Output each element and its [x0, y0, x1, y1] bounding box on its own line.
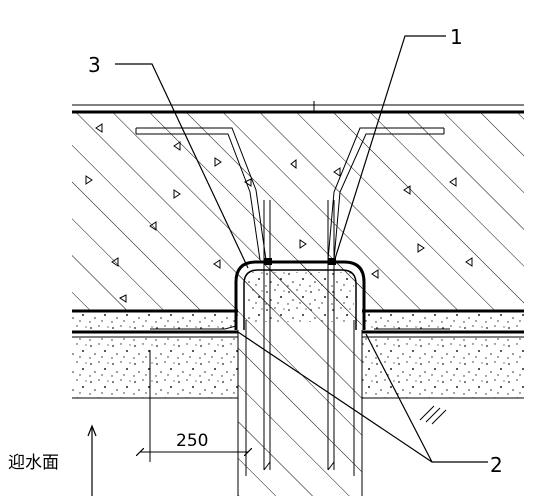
ground-hatch	[419, 405, 447, 425]
callout-2-label: 2	[490, 453, 503, 477]
upstream-side-label: 迎水面	[8, 453, 59, 473]
dimension-value: 250	[176, 431, 208, 451]
left-anchor-plate	[135, 127, 267, 261]
lower-cushion-layer	[72, 338, 524, 399]
right-anchor-plate	[327, 127, 445, 261]
slab-top-lines	[72, 101, 524, 114]
callout-2: 2	[237, 331, 503, 477]
callout-3-label: 3	[88, 53, 101, 77]
callout-1-label: 1	[450, 25, 463, 49]
joint-groove	[234, 260, 366, 496]
bolt-heads	[264, 258, 336, 265]
vertical-anchor-bars	[263, 200, 335, 471]
callout-1: 1	[333, 25, 463, 263]
callout-3: 3	[88, 53, 249, 269]
dimension-250: 250	[140, 350, 248, 462]
arrow-head-icon	[87, 424, 97, 437]
waterproof-membrane-layers	[72, 309, 524, 338]
upstream-side-indicator: 迎水面	[8, 424, 97, 496]
